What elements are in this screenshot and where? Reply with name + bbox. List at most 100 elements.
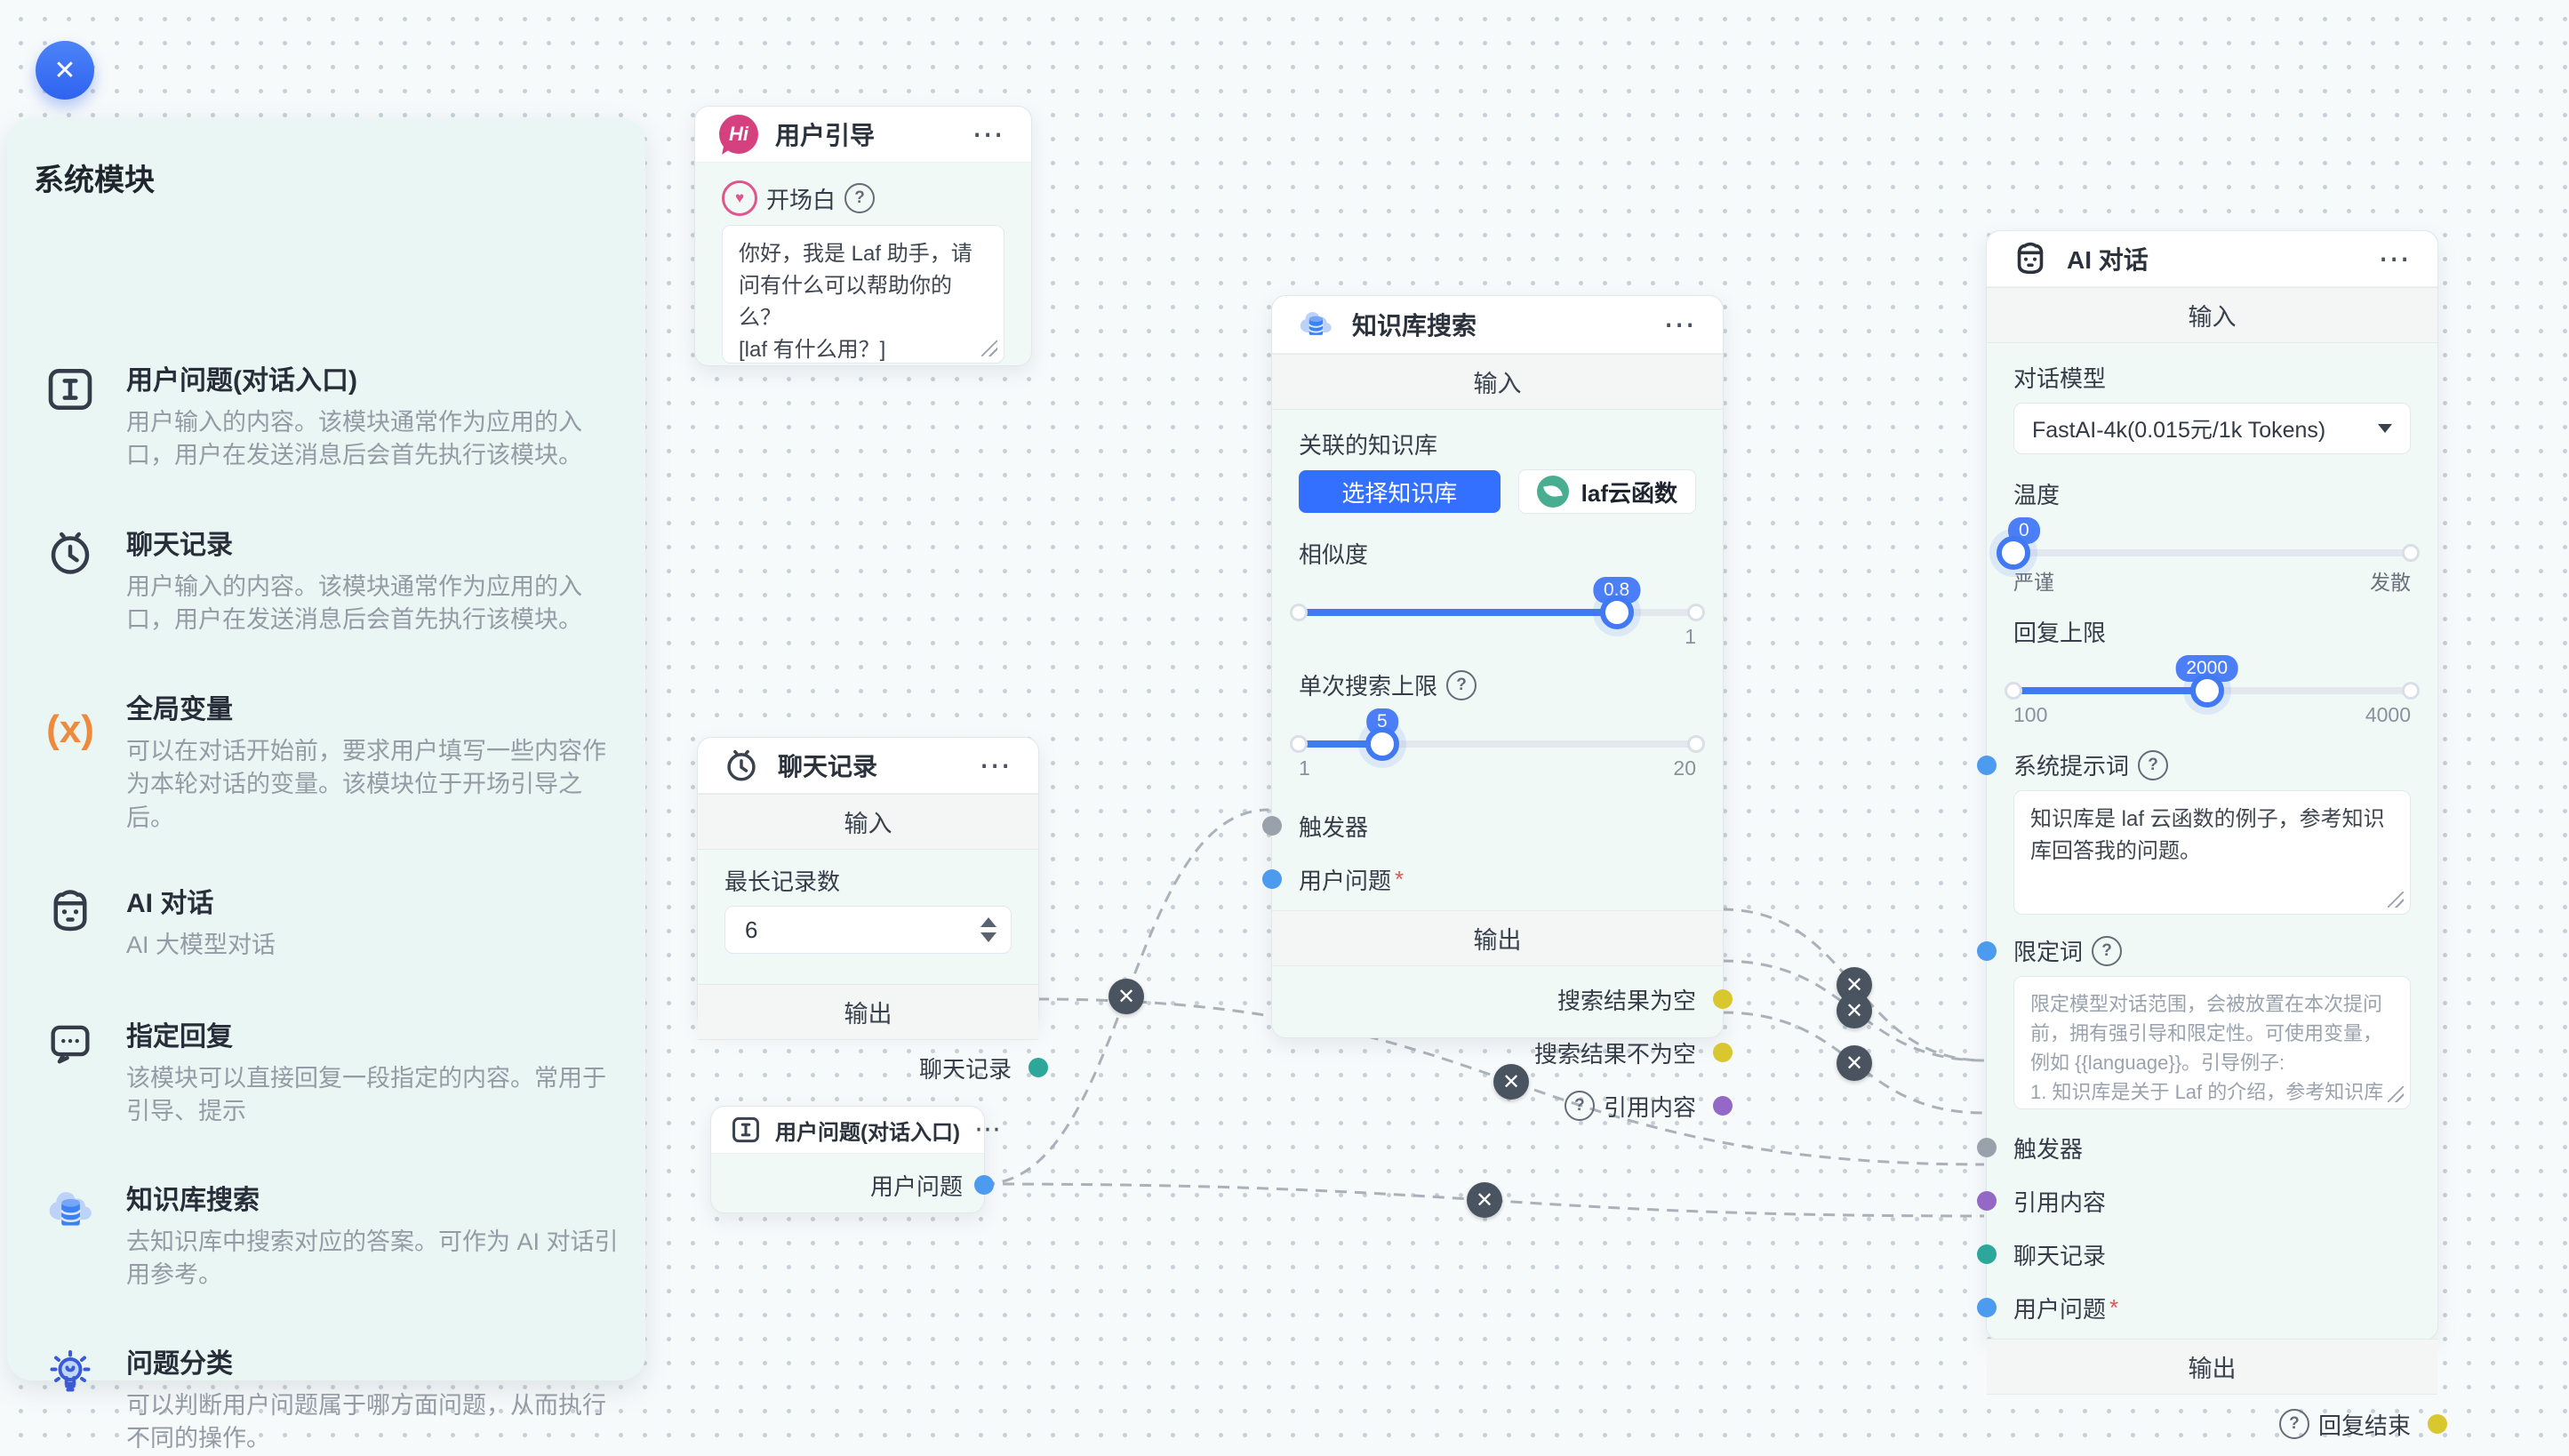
port-row-limit-words: 限定词 ? <box>1977 934 2411 967</box>
lightbulb-icon <box>41 1341 100 1456</box>
port-row-trigger: 触发器 <box>1977 1132 2411 1163</box>
limit-words-textarea[interactable] <box>2013 976 2411 1109</box>
resize-handle-icon[interactable] <box>2388 892 2404 908</box>
quote-port[interactable] <box>1977 1191 1997 1211</box>
sidebar-item-fixed-reply[interactable]: 指定回复该模块可以直接回复一段指定的内容。常用于引导、提示 <box>41 1014 619 1129</box>
help-icon[interactable]: ? <box>1446 669 1477 700</box>
reply-finish-port[interactable] <box>2428 1414 2447 1434</box>
edge-question-to-ai <box>982 1182 1985 1218</box>
heart-icon: ♥ <box>722 180 757 216</box>
edge-history-to-ai <box>1036 997 1985 1166</box>
port-row-user-question-out: 用户问题 <box>732 1170 994 1200</box>
trigger-port[interactable] <box>1262 816 1282 836</box>
system-prompt-textarea[interactable]: 知识库是 laf 云函数的例子，参考知识库回答我的问题。 <box>2013 790 2411 915</box>
laf-logo-icon <box>1536 476 1569 508</box>
node-title: 聊天记录 <box>778 753 878 780</box>
help-icon[interactable]: ? <box>2278 1409 2309 1439</box>
resize-handle-icon[interactable] <box>981 340 997 356</box>
output-section-header: 输出 <box>1987 1339 2437 1395</box>
clock-icon <box>41 523 100 637</box>
node-user-question-header[interactable]: 用户问题(对话入口) ⋯ <box>711 1107 1001 1154</box>
max-records-input[interactable]: 6 <box>724 906 1012 954</box>
sidebar-item-chat-history[interactable]: 聊天记录用户输入的内容。该模块通常作为应用的入口，用户在发送消息后会首先执行该模… <box>41 523 619 637</box>
sidebar-item-question-classify[interactable]: 问题分类可以判断用户问题属于哪方面问题，从而执行不同的操作。 <box>41 1341 619 1456</box>
empty-result-port[interactable] <box>1713 989 1733 1009</box>
search-limit-label: 单次搜索上限 ? <box>1299 668 1696 701</box>
port-row-user-question: 用户问题* <box>1262 864 1696 894</box>
slider-knob[interactable] <box>2189 674 2224 708</box>
node-title: 用户引导 <box>775 122 876 149</box>
text-cursor-icon <box>41 358 100 473</box>
help-icon[interactable]: ? <box>1564 1091 1595 1121</box>
increment-icon[interactable] <box>980 917 996 927</box>
node-kb-search: 知识库搜索 ⋯ 输入 关联的知识库 选择知识库 laf云函数 相似度 0.8 1… <box>1262 295 1733 1121</box>
edge-delete-button[interactable]: ✕ <box>1467 1182 1502 1218</box>
robot-icon <box>2010 238 2051 279</box>
node-chat-history-header[interactable]: 聊天记录 ⋯ <box>698 738 1038 794</box>
sidebar-item-kb-search[interactable]: 知识库搜索去知识库中搜索对应的答案。可作为 AI 对话引用参考。 <box>41 1178 619 1292</box>
robot-icon <box>41 881 100 962</box>
clock-icon <box>721 745 762 786</box>
input-section-header: 输入 <box>698 794 1038 850</box>
resize-handle-icon[interactable] <box>2388 1086 2404 1102</box>
input-section-header: 输入 <box>1987 287 2437 343</box>
sidebar-item-user-question[interactable]: 用户问题(对话入口)用户输入的内容。该模块通常作为应用的入口，用户在发送消息后会… <box>41 358 619 473</box>
node-kb-search-header[interactable]: 知识库搜索 ⋯ <box>1272 296 1723 354</box>
chat-bubble-icon <box>41 1014 100 1129</box>
not-empty-result-port[interactable] <box>1713 1043 1733 1062</box>
node-title: AI 对话 <box>2067 246 2149 274</box>
help-icon[interactable]: ? <box>844 183 876 213</box>
system-prompt-port[interactable] <box>1977 755 1997 775</box>
similarity-label: 相似度 <box>1299 541 1369 568</box>
node-ai-chat-header[interactable]: AI 对话 ⋯ <box>1987 231 2437 287</box>
decrement-icon[interactable] <box>980 932 996 942</box>
dataset-tag[interactable]: laf云函数 <box>1517 469 1696 514</box>
help-icon[interactable]: ? <box>2138 749 2169 780</box>
dataset-label: 关联的知识库 <box>1299 432 1438 459</box>
max-records-label: 最长记录数 <box>724 868 841 895</box>
slider-knob[interactable] <box>1997 536 2030 570</box>
chat-history-port[interactable] <box>1977 1244 1997 1264</box>
help-icon[interactable]: ? <box>2092 935 2123 966</box>
user-question-port[interactable] <box>1977 1298 1997 1317</box>
temperature-slider[interactable]: 0 严谨发散 <box>1997 517 2420 596</box>
edge-delete-button[interactable]: ✕ <box>1108 979 1144 1014</box>
system-modules-panel: 系统模块 用户问题(对话入口)用户输入的内容。该模块通常作为应用的入口，用户在发… <box>7 118 645 1452</box>
input-section-header: 输入 <box>1272 354 1723 410</box>
port-row-system-prompt: 系统提示词 ? <box>1977 748 2411 781</box>
temperature-label: 温度 <box>2013 482 2061 508</box>
edge-question-to-kb <box>982 808 1269 1186</box>
limit-words-port[interactable] <box>1977 940 1997 961</box>
node-user-guide-header[interactable]: Hi 用户引导 ⋯ <box>695 107 1031 163</box>
choose-dataset-button[interactable]: 选择知识库 <box>1299 470 1501 513</box>
close-panel-button[interactable]: ✕ <box>36 41 94 100</box>
port-row-chat-history: 聊天记录 <box>1977 1239 2411 1269</box>
similarity-slider[interactable]: 0.8 1 <box>1290 577 1705 649</box>
user-question-output-port[interactable] <box>974 1175 994 1195</box>
model-select[interactable]: FastAI-4k(0.015元/1k Tokens) <box>2013 403 2411 454</box>
quote-output-port[interactable] <box>1713 1096 1733 1116</box>
output-section-header: 输出 <box>698 984 1038 1040</box>
welcome-textarea[interactable]: 你好，我是 Laf 助手，请问有什么可以帮助你的么？ [laf 有什么用？] [… <box>722 225 1004 364</box>
slider-knob[interactable] <box>1599 596 1634 629</box>
user-question-port[interactable] <box>1262 869 1282 889</box>
port-row-quote: ? 引用内容 <box>1299 1091 1733 1121</box>
port-row-empty-result: 搜索结果为空 <box>1299 984 1733 1014</box>
welcome-field-label: ♥ 开场白 ? <box>722 180 1004 216</box>
edge-delete-button[interactable]: ✕ <box>1837 1045 1872 1081</box>
edge-delete-button[interactable]: ✕ <box>1493 1064 1529 1100</box>
node-user-question: 用户问题(对话入口) ⋯ 用户问题 <box>710 1106 1001 1213</box>
port-row-chat-history-out: 聊天记录 <box>724 1052 1048 1083</box>
panel-title: 系统模块 <box>34 164 155 197</box>
edge-delete-button[interactable]: ✕ <box>1837 993 1872 1028</box>
trigger-port[interactable] <box>1977 1138 1997 1157</box>
slider-knob[interactable] <box>1365 727 1399 761</box>
port-row-trigger: 触发器 <box>1262 811 1696 841</box>
node-title: 知识库搜索 <box>1352 312 1477 340</box>
sidebar-item-global-variables[interactable]: (x) 全局变量可以在对话开始前，要求用户填写一些内容作为本轮对话的变量。该模块… <box>41 687 619 835</box>
hi-bubble-icon: Hi <box>718 114 759 155</box>
chat-history-output-port[interactable] <box>1028 1058 1048 1077</box>
